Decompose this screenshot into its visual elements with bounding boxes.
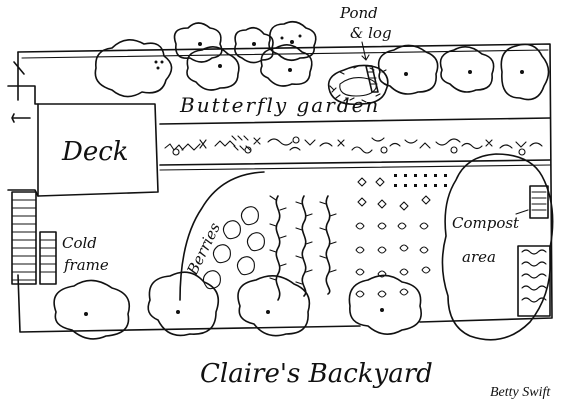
title-claires-backyard: Claire's Backyard (200, 359, 433, 389)
deck-label: Deck (61, 137, 129, 167)
tree-canopy-top-row (94, 20, 550, 101)
compost-area-label: area (462, 248, 496, 266)
cold-frame: Cold frame (39, 231, 109, 285)
butterfly-garden-label: Butterfly garden (179, 93, 380, 117)
vegetable-rows (269, 195, 337, 301)
pond-label-line2: & log (350, 24, 392, 42)
woodpile (517, 245, 551, 317)
pond: Pond & log (327, 4, 392, 106)
flower-clusters (164, 135, 543, 156)
pond-label-line1: Pond (339, 4, 378, 22)
log (365, 65, 379, 93)
compost-area: Compost area (441, 153, 554, 341)
house-wall (7, 85, 159, 197)
artist-credit: Betty Swift (490, 385, 551, 400)
deck: Deck (61, 137, 129, 167)
stairs (11, 191, 37, 285)
compost-bin (529, 185, 549, 219)
berries-label: Berries (183, 220, 224, 279)
cold-frame-label-line2: frame (63, 256, 109, 274)
compost-label: Compost (452, 214, 520, 232)
cold-frame-label-line1: Cold (62, 234, 97, 252)
vegetable-grid (355, 174, 447, 298)
tree-canopy-bottom-row (53, 271, 422, 340)
property-boundary (13, 43, 553, 333)
butterfly-garden-bed: Butterfly garden (159, 93, 551, 171)
